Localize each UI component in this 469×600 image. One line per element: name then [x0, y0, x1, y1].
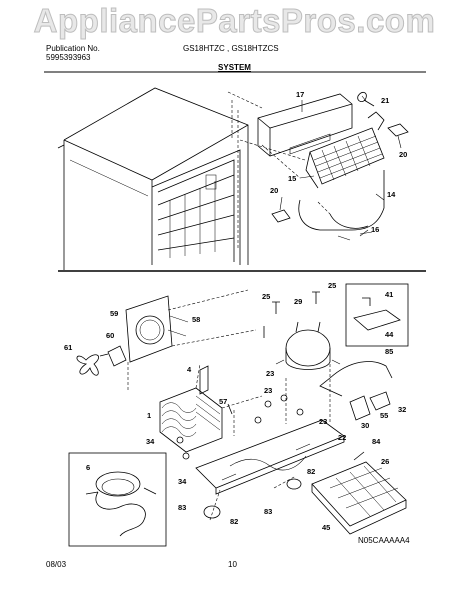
clip-part — [357, 92, 375, 107]
compressor — [275, 321, 341, 370]
pad-left — [271, 209, 291, 223]
base-plate — [195, 419, 345, 495]
callout-82-lower: 82 — [230, 517, 238, 526]
section-title: SYSTEM — [218, 63, 251, 72]
callout-22: 22 — [338, 433, 346, 442]
publication-label: Publication No. — [46, 44, 100, 53]
model-numbers: GS18HTZC , GS18HTZCS — [183, 44, 279, 53]
footer-date: 08/03 — [46, 560, 67, 569]
fan-blade — [76, 354, 99, 376]
callout-57: 57 — [219, 397, 227, 406]
callout-21: 21 — [381, 96, 389, 105]
feet — [203, 478, 302, 519]
callout-25-right: 25 — [328, 281, 336, 290]
callout-58: 58 — [192, 315, 200, 324]
bracket-part — [199, 365, 209, 395]
footer-page: 10 — [228, 560, 237, 569]
callout-labels: 17 21 20 15 14 20 16 25 25 29 41 59 58 6… — [64, 90, 410, 545]
bracket-box — [345, 283, 409, 347]
grommets — [254, 394, 304, 424]
evaporator-cover — [257, 93, 353, 157]
pad-right — [387, 123, 409, 137]
callout-44: 44 — [385, 330, 394, 339]
callout-83-right: 83 — [264, 507, 272, 516]
callout-23-right: 23 — [319, 417, 327, 426]
callout-17: 17 — [296, 90, 304, 99]
drain-pan — [311, 451, 407, 535]
lower-leaders — [127, 289, 331, 521]
callout-4: 4 — [187, 365, 192, 374]
callout-41: 41 — [385, 290, 393, 299]
screw-34b — [182, 452, 190, 460]
callout-6: 6 — [86, 463, 90, 472]
callout-20: 20 — [399, 150, 407, 159]
callout-25: 25 — [262, 292, 270, 301]
callout-60: 60 — [106, 331, 114, 340]
callout-55: 55 — [380, 411, 388, 420]
tube-85b — [319, 377, 343, 397]
callout-29: 29 — [294, 297, 302, 306]
evaporator-coil — [305, 111, 385, 189]
fan-shroud — [125, 295, 189, 363]
callout-30: 30 — [361, 421, 369, 430]
screw-57 — [227, 403, 233, 415]
bolts — [263, 291, 320, 338]
upper-leaders — [227, 91, 306, 250]
callout-26: 26 — [381, 457, 389, 466]
diagram-code: N05CAAAAA4 — [358, 536, 410, 545]
publication-number: 5995393963 — [46, 53, 91, 62]
cabinet-outline — [57, 87, 249, 270]
callout-32: 32 — [398, 405, 406, 414]
callout-34: 34 — [146, 437, 155, 446]
callout-23-mid: 23 — [264, 386, 272, 395]
callout-20-left: 20 — [270, 186, 278, 195]
callout-59: 59 — [110, 309, 118, 318]
callout-14: 14 — [387, 190, 396, 199]
callout-85: 85 — [385, 347, 393, 356]
callout-84: 84 — [372, 437, 381, 446]
callout-83: 83 — [178, 503, 186, 512]
defrost-heater-loop — [298, 170, 385, 241]
callout-45: 45 — [322, 523, 330, 532]
callout-61: 61 — [64, 343, 72, 352]
relay-overload — [349, 391, 391, 421]
callout-15: 15 — [288, 174, 296, 183]
callout-23: 23 — [266, 369, 274, 378]
callout-1: 1 — [147, 411, 151, 420]
callout-34-lower: 34 — [178, 477, 187, 486]
upper-callout-leaders — [279, 95, 402, 237]
watermark: AppliancePartsPros.com — [33, 2, 436, 40]
callout-16: 16 — [371, 225, 379, 234]
wire-harness-inset — [68, 452, 167, 547]
screw-34a — [176, 436, 184, 444]
tube-85 — [329, 361, 393, 379]
callout-82: 82 — [307, 467, 315, 476]
fan-motor — [99, 345, 127, 367]
condenser-coil — [159, 387, 223, 453]
